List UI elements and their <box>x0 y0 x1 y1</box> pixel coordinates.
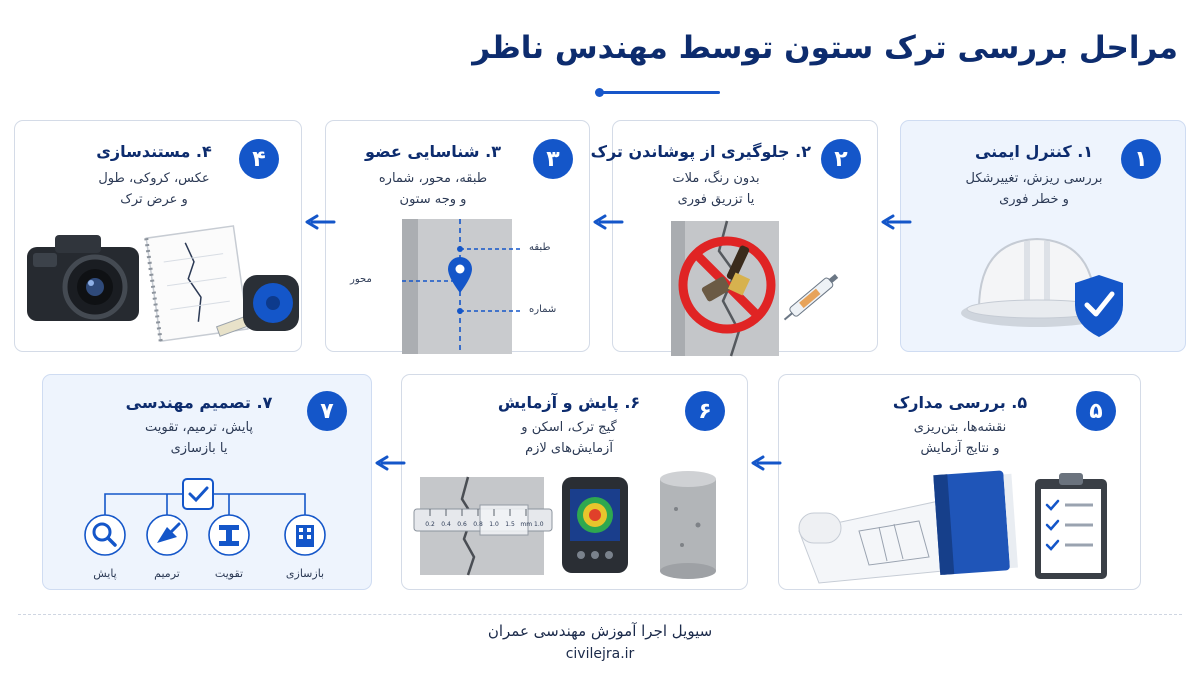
flow-arrow-6-7 <box>375 455 406 471</box>
step-desc-4-line-2: و عرض ترک <box>120 192 188 207</box>
gauge-tick-5: 1.5 <box>505 521 515 528</box>
step-card-7: ۷ ۷. تصمیم مهندسی پایش، ترمیم، تقویت یا … <box>42 374 372 590</box>
step-title-5: ۵. بررسی مدارک <box>892 393 1028 412</box>
step-desc-3-line-2: و وجه ستون <box>399 192 467 207</box>
option-label-rebuild: بازسازی <box>285 567 325 580</box>
footer-website-link[interactable]: civilejra.ir <box>565 646 635 662</box>
step-desc-7-line-1: پایش، ترمیم، تقویت <box>144 420 254 435</box>
step-badge-5: ۵ <box>1076 391 1116 431</box>
step-badge-6: ۶ <box>685 391 725 431</box>
step-title-6: ۶. پایش و آزمایش <box>497 393 641 412</box>
camera-notebook-tape-icon <box>27 225 299 343</box>
flow-arrow-1-2 <box>881 214 912 230</box>
decision-tree-icon <box>84 478 326 556</box>
no-covering-crack-icon <box>671 220 839 357</box>
step-desc-7-line-2: یا بازسازی <box>170 441 228 456</box>
flow-arrow-3-4 <box>305 214 336 230</box>
gauge-tick-0: 0.2 <box>425 521 435 528</box>
step-badge-4: ۴ <box>239 139 279 179</box>
step-desc-3: طبقه، محور، شماره و وجه ستون <box>343 168 523 210</box>
step-card-4: ۴ ۴. مستندسازی عکس، کروکی، طول و عرض ترک <box>14 120 302 352</box>
step-title-1: ۱. کنترل ایمنی <box>974 142 1094 161</box>
step-desc-3-line-1: طبقه، محور، شماره <box>378 171 488 186</box>
step-desc-6-line-2: آزمایش‌های لازم <box>525 441 613 456</box>
step-card-2: ۲ ۲. جلوگیری از پوشاندن ترک بدون رنگ، مل… <box>590 120 878 357</box>
step-badge-3: ۳ <box>533 139 573 179</box>
title-underline-dot <box>595 88 604 97</box>
title-underline <box>600 91 720 94</box>
column-location-icon <box>402 219 522 354</box>
step-card-5: ۵ ۵. بررسی مدارک نقشه‌ها، بتن‌ریزی و نتا… <box>778 374 1141 590</box>
step-desc-1-line-1: بررسی ریزش، تغییرشکل <box>965 171 1103 186</box>
step-desc-1-line-2: و خطر فوری <box>999 192 1069 207</box>
step-desc-4: عکس، کروکی، طول و عرض ترک <box>79 168 229 210</box>
step-desc-6: گیج ترک، اسکن و آزمایش‌های لازم <box>469 417 669 459</box>
step-desc-1: بررسی ریزش، تغییرشکل و خطر فوری <box>959 168 1109 210</box>
footer-brand-name: سیویل اجرا آموزش مهندسی عمران <box>487 622 713 640</box>
option-label-repair: ترمیم <box>154 567 180 580</box>
gauge-tick-2: 0.6 <box>457 521 467 528</box>
gauge-tick-4: 1.0 <box>489 521 499 528</box>
gauge-tick-6: 1.0 mm <box>520 521 543 528</box>
gauge-tick-1: 0.4 <box>441 521 451 528</box>
page-title: مراحل بررسی ترک ستون توسط مهندس ناظر <box>472 30 1178 66</box>
flow-arrow-2-3 <box>593 214 624 230</box>
label-axis: محور <box>350 274 372 285</box>
step-desc-5-line-2: و نتایج آزمایش <box>920 441 1000 456</box>
step-desc-2: بدون رنگ، ملات یا تزریق فوری <box>621 168 811 210</box>
step-badge-1: ۱ <box>1121 139 1161 179</box>
step-title-3: ۳. شناسایی عضو <box>365 142 501 161</box>
step-title-2: ۲. جلوگیری از پوشاندن ترک <box>590 142 811 161</box>
step-desc-6-line-1: گیج ترک، اسکن و <box>521 420 617 435</box>
label-floor: طبقه <box>529 242 551 253</box>
step-badge-2: ۲ <box>821 139 861 179</box>
drawings-binder-checklist-icon <box>798 470 1107 584</box>
safety-helmet-icon <box>961 237 1123 337</box>
step-card-6: ۶ ۶. پایش و آزمایش گیج ترک، اسکن و آزمای… <box>401 374 748 590</box>
step-desc-2-line-2: یا تزریق فوری <box>677 192 755 207</box>
option-repair-rebuild <box>84 514 326 556</box>
step-card-3: ۳ ۳. شناسایی عضو طبقه، محور، شماره و وجه… <box>325 120 590 354</box>
label-number: شماره <box>529 304 557 315</box>
step-desc-2-line-1: بدون رنگ، ملات <box>672 171 760 186</box>
option-label-monitor: پایش <box>93 567 117 580</box>
step-desc-5: نقشه‌ها، بتن‌ریزی و نتایج آزمایش <box>860 417 1060 459</box>
step-card-1: ۱ ۱. کنترل ایمنی بررسی ریزش، تغییرشکل و … <box>900 120 1186 352</box>
flow-arrow-5-6 <box>751 455 782 471</box>
step-desc-7: پایش، ترمیم، تقویت یا بازسازی <box>109 417 289 459</box>
footer-separator <box>18 614 1182 615</box>
step-title-7: ۷. تصمیم مهندسی <box>125 393 273 412</box>
crack-gauge-scanner-core-icon: 0.2 0.4 0.6 0.8 1.0 1.5 1.0 mm <box>413 471 716 579</box>
step-badge-7: ۷ <box>307 391 347 431</box>
step-title-4: ۴. مستندسازی <box>96 142 212 161</box>
step-desc-5-line-1: نقشه‌ها، بتن‌ریزی <box>913 420 1007 435</box>
gauge-tick-3: 0.8 <box>473 521 483 528</box>
step-desc-4-line-1: عکس، کروکی، طول <box>98 171 210 186</box>
option-label-strengthen: تقویت <box>214 567 244 580</box>
